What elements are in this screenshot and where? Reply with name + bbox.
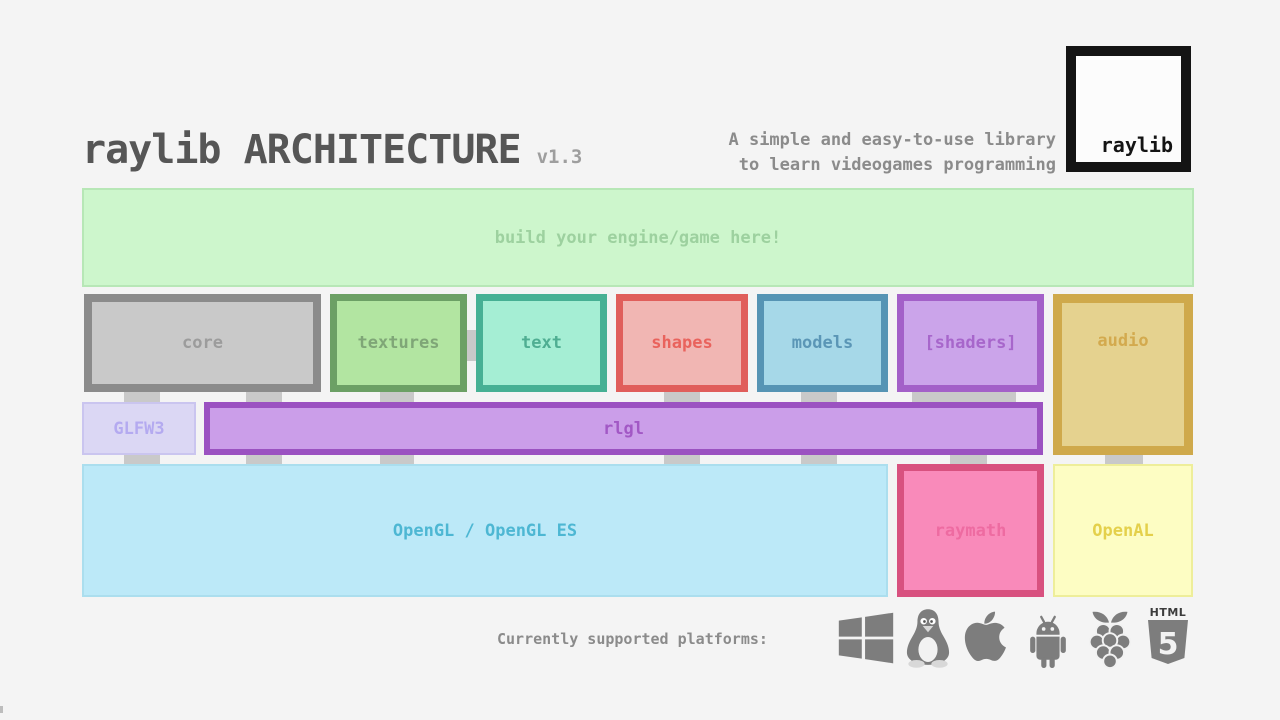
html5-icon: HTML 5 <box>1145 606 1191 670</box>
box-rlgl: rlgl <box>204 402 1043 455</box>
left-edge-artifact <box>0 706 3 713</box>
box-module-text: text <box>476 294 607 392</box>
module-label: models <box>791 333 854 353</box>
glfw3-label: GLFW3 <box>113 418 165 439</box>
raylib-logo-label: raylib <box>1100 133 1173 157</box>
title-text: raylib ARCHITECTURE <box>82 127 522 173</box>
connector-core-glfw3 <box>124 388 160 406</box>
connector-textures-rlgl <box>380 388 414 406</box>
box-module-audio: audio <box>1053 294 1193 455</box>
box-module-shaders: [shaders] <box>897 294 1044 392</box>
raylib-logo: raylib <box>1066 46 1191 172</box>
rlgl-label: rlgl <box>603 418 644 439</box>
opengl-label: OpenGL / OpenGL ES <box>392 520 578 541</box>
box-module-models: models <box>757 294 888 392</box>
raspberry-pi-icon <box>1084 608 1136 670</box>
box-raymath: raymath <box>897 464 1044 597</box>
box-glfw3: GLFW3 <box>82 402 196 455</box>
module-label: audio <box>1097 331 1149 351</box>
apple-icon <box>960 608 1012 670</box>
raymath-label: raymath <box>934 520 1007 541</box>
connector-models-rlgl <box>801 388 837 406</box>
module-label: [shaders] <box>924 333 1017 353</box>
version-label: v1.3 <box>536 146 583 168</box>
module-label: shapes <box>651 333 713 353</box>
box-engine-game: build your engine/game here! <box>82 188 1194 287</box>
engine-box-label: build your engine/game here! <box>494 227 782 248</box>
windows-icon <box>836 608 896 668</box>
module-label: core <box>182 333 223 353</box>
module-label: textures <box>357 333 440 353</box>
openal-label: OpenAL <box>1092 520 1154 541</box>
tagline-line-2: to learn videogames programming <box>738 155 1056 175</box>
platform-icons: HTML 5 <box>836 602 1191 670</box>
html5-icon-number: 5 <box>1158 627 1179 662</box>
box-openal: OpenAL <box>1053 464 1193 597</box>
connector-textures-text <box>464 330 478 361</box>
box-module-core: core <box>84 294 321 392</box>
platforms-label: Currently supported platforms: <box>497 630 768 648</box>
page-title: raylib ARCHITECTURE v1.3 <box>82 127 582 173</box>
module-label: text <box>521 333 562 353</box>
box-module-shapes: shapes <box>616 294 748 392</box>
box-module-textures: textures <box>330 294 467 392</box>
tagline-line-1: A simple and easy-to-use library <box>728 130 1056 150</box>
box-opengl: OpenGL / OpenGL ES <box>82 464 888 597</box>
connector-shapes-rlgl <box>664 388 700 406</box>
linux-icon <box>905 606 951 670</box>
android-icon <box>1021 612 1075 670</box>
html5-icon-text-top: HTML <box>1150 606 1187 619</box>
connector-core-rlgl <box>246 388 282 406</box>
connector-shaders-rlgl <box>912 388 1016 406</box>
tagline: A simple and easy-to-use library to lear… <box>728 128 1056 178</box>
